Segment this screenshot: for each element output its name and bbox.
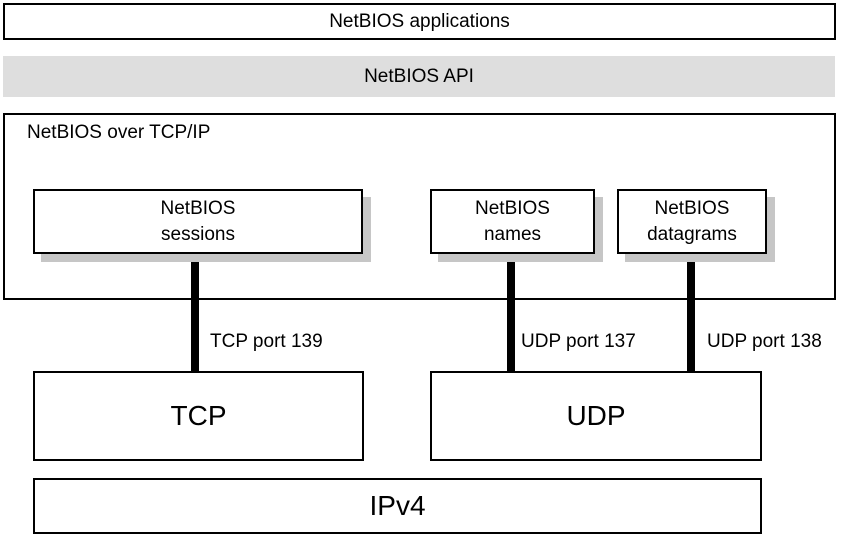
- netbios-names-box: NetBIOS names: [430, 189, 595, 254]
- udp-port-137-label: UDP port 137: [521, 331, 636, 352]
- netbios-datagrams-box: NetBIOS datagrams: [617, 189, 767, 254]
- udp-box: UDP: [430, 371, 762, 461]
- ipv4-box: IPv4: [33, 478, 762, 534]
- netbios-names-label-line2: names: [483, 223, 542, 245]
- udp-port-138-label: UDP port 138: [707, 331, 822, 352]
- netbios-names-label-line1: NetBIOS: [475, 197, 550, 219]
- netbios-datagrams-label-line1: NetBIOS: [654, 197, 730, 219]
- tcp-port-139-connector-line: [191, 254, 199, 374]
- netbios-applications-box: NetBIOS applications: [3, 3, 836, 40]
- tcp-box: TCP: [33, 371, 364, 461]
- tcp-port-139-label: TCP port 139: [210, 331, 323, 352]
- netbios-sessions-label-line1: NetBIOS: [160, 197, 236, 219]
- udp-port-137-connector-line: [507, 254, 515, 374]
- netbios-sessions-box: NetBIOS sessions: [33, 189, 363, 254]
- netbios-api-bar: NetBIOS API: [3, 56, 835, 97]
- tcp-label: TCP: [170, 400, 227, 431]
- netbios-api-label: NetBIOS API: [364, 65, 474, 87]
- ipv4-label: IPv4: [369, 490, 426, 521]
- netbios-over-tcpip-label: NetBIOS over TCP/IP: [27, 122, 211, 143]
- netbios-sessions-label-line2: sessions: [161, 223, 235, 245]
- netbios-applications-label: NetBIOS applications: [329, 10, 510, 32]
- netbios-datagrams-label-line2: datagrams: [647, 223, 737, 245]
- udp-port-138-connector-line: [687, 254, 695, 374]
- udp-label: UDP: [566, 400, 626, 431]
